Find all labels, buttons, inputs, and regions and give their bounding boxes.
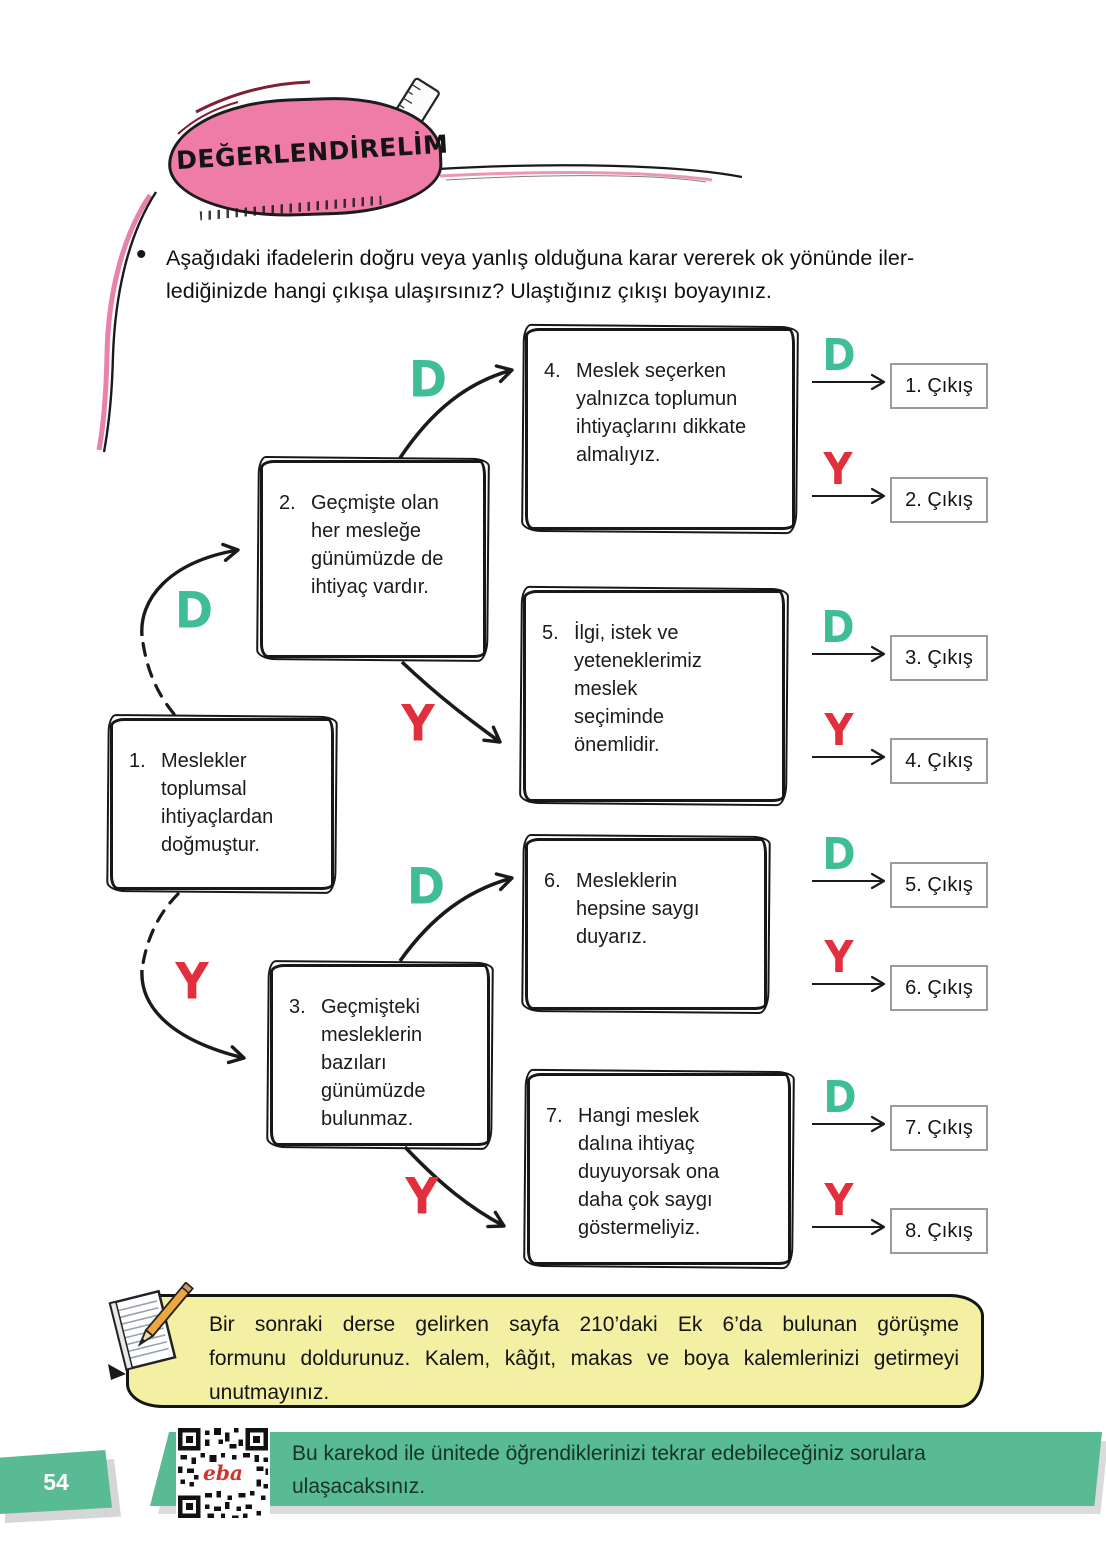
statement-box-3: 3. Geçmişteki mesleklerin bazıları günümü… <box>270 964 490 1146</box>
page-number: 54 <box>43 1468 69 1495</box>
statement-number: 1. <box>129 750 146 772</box>
true-label: D <box>822 830 856 880</box>
qr-code-icon: eba <box>176 1426 270 1520</box>
statement-number: 7. <box>546 1105 563 1127</box>
statement-number: 2. <box>279 492 296 514</box>
statement-number: 3. <box>289 996 306 1018</box>
note-box: Bir sonraki derse gelirken sayfa 210’dak… <box>126 1294 984 1408</box>
exit-box-5[interactable]: 5. Çıkış <box>890 862 988 908</box>
exit-box-4[interactable]: 4. Çıkış <box>890 738 988 784</box>
instruction: Aşağıdaki ifadelerin doğru veya yanlış o… <box>166 242 1011 308</box>
true-label: D <box>408 349 448 409</box>
footer-banner: Bu karekod ile ünitede öğrendiklerinizi … <box>150 1432 1102 1506</box>
exit-box-7[interactable]: 7. Çıkış <box>890 1105 988 1151</box>
false-label: Y <box>824 933 854 983</box>
true-label: D <box>406 856 446 916</box>
note-line: unutmayınız. <box>209 1381 330 1404</box>
notepad-pencil-icon <box>108 1282 194 1380</box>
statement-text: Geçmişteki mesleklerin bazıları günümüzd… <box>321 996 426 1130</box>
exit-box-3[interactable]: 3. Çıkış <box>890 635 988 681</box>
exit-box-8[interactable]: 8. Çıkış <box>890 1208 988 1254</box>
eba-logo: eba <box>203 1461 243 1485</box>
statement-text: Hangi meslek dalına ihtiyaç duyuyorsak o… <box>578 1105 720 1239</box>
false-label: Y <box>175 951 209 1011</box>
page-number-tab: 54 <box>0 1450 112 1514</box>
statement-box-5: 5. İlgi, istek ve yeteneklerimiz meslek s… <box>523 590 785 802</box>
false-label: Y <box>824 706 854 756</box>
instruction-line: lediğinizde hangi çıkışa ulaşırsınız? Ul… <box>166 279 772 303</box>
bullet-icon: • <box>136 238 147 271</box>
false-label: Y <box>405 1166 439 1226</box>
statement-number: 5. <box>542 622 559 644</box>
true-label: D <box>822 331 856 381</box>
footer-text: ulaşacaksınız. <box>292 1475 426 1498</box>
statement-box-7: 7. Hangi meslek dalına ihtiyaç duyuyorsak… <box>527 1073 791 1265</box>
statement-box-6: 6. Mesleklerin hepsine saygı duyarız. <box>525 838 767 1010</box>
statement-box-4: 4. Meslek seçerken yalnızca toplumun ihti… <box>525 328 795 530</box>
statement-text: Mesleklerin hepsine saygı duyarız. <box>576 870 700 948</box>
instruction-line: Aşağıdaki ifadelerin doğru veya yanlış o… <box>166 246 915 270</box>
false-label: Y <box>824 1176 854 1226</box>
exit-box-6[interactable]: 6. Çıkış <box>890 965 988 1011</box>
statement-text: İlgi, istek ve yeteneklerimiz meslek seç… <box>574 622 702 756</box>
statement-box-2: 2. Geçmişte olan her mesleğe günümüzde de… <box>260 460 486 658</box>
statement-text: Geçmişte olan her mesleğe günümüzde de i… <box>311 492 444 598</box>
statement-number: 4. <box>544 360 561 382</box>
statement-number: 6. <box>544 870 561 892</box>
footer-text: Bu karekod ile ünitede öğrendiklerinizi … <box>292 1442 926 1465</box>
true-label: D <box>823 1073 857 1123</box>
note-line: formunu doldurunuz. Kalem, kâğıt, makas … <box>209 1347 959 1370</box>
false-label: Y <box>823 445 853 495</box>
statement-text: Meslekler toplumsal ihtiyaçlardan doğmuş… <box>161 750 274 856</box>
true-label: D <box>174 580 214 640</box>
true-label: D <box>821 603 855 653</box>
exit-box-2[interactable]: 2. Çıkış <box>890 477 988 523</box>
exit-box-1[interactable]: 1. Çıkış <box>890 363 988 409</box>
note-line: Bir sonraki derse gelirken sayfa 210’dak… <box>209 1313 959 1336</box>
statement-text: Meslek seçerken yalnızca toplumun ihtiya… <box>576 360 747 466</box>
statement-box-1: 1. Meslekler toplumsal ihtiyaçlardan doğm… <box>110 718 334 890</box>
false-label: Y <box>401 693 435 753</box>
